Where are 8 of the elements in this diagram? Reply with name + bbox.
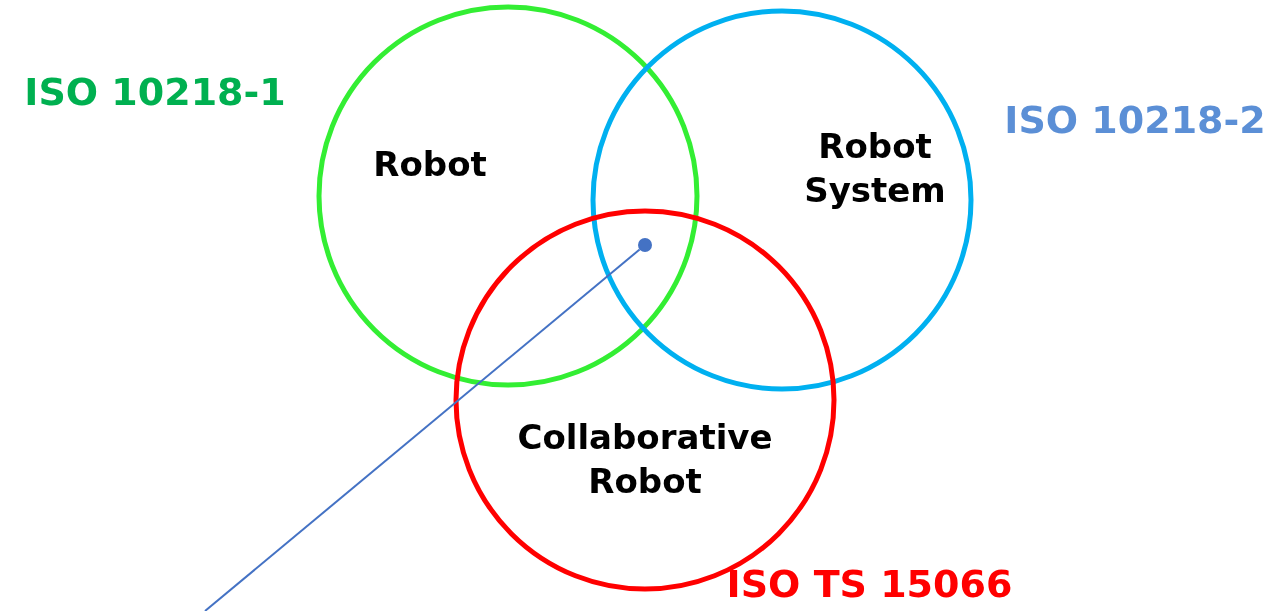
circle-label: Collaborative Robot — [516, 416, 774, 504]
circle-label: Robot System — [803, 125, 947, 213]
leader-dot — [638, 238, 652, 252]
standard-label: ISO 10218-1 — [23, 69, 287, 116]
standard-label: ISO TS 15066 — [725, 561, 1014, 608]
standard-label: ISO 10218-2 — [1003, 97, 1267, 144]
leader-line — [204, 248, 641, 611]
circle-label: Robot — [372, 143, 488, 186]
